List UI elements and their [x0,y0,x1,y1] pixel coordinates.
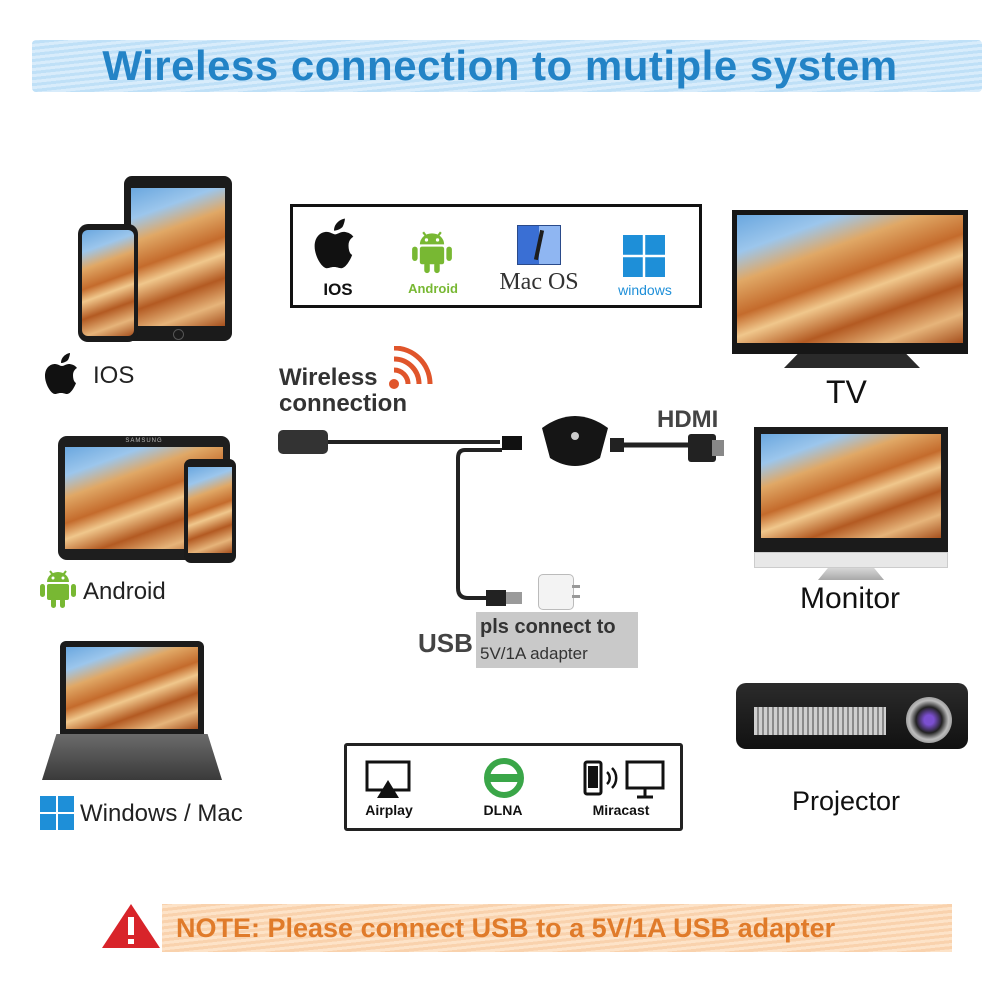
ipad-device [124,176,232,341]
apple-icon [314,218,354,269]
right-label-tv: TV [826,374,867,410]
windows-logo-icon [40,796,74,830]
projector-device [736,683,968,749]
wireless-label-line1: Wireless [279,364,378,391]
protocol-label-miracast: Miracast [592,802,650,818]
left-label-ios: IOS [93,362,135,389]
tablet-brand: SAMSUNG [125,438,163,444]
windows-logo-icon [623,235,665,277]
wireless-label-line2: connection [279,390,408,417]
os-label-macos: Mac OS [499,269,579,295]
right-label-monitor: Monitor [800,582,901,615]
protocol-label-airplay: Airplay [365,802,413,818]
note-banner [162,904,952,952]
protocol-box: Airplay DLNA Miracast [344,743,683,831]
wifi-signal-icon [389,346,433,389]
miracast-icon [583,760,665,799]
mac-finder-icon [517,225,561,265]
airplay-icon [365,760,411,798]
laptop-device [60,641,204,734]
os-label-ios: IOS [323,280,353,299]
laptop-keyboard [42,734,222,780]
android-robot-icon [40,570,76,608]
protocol-label-dlna: DLNA [483,802,523,818]
usb-power-adapter [538,574,580,610]
page-title: Wireless connection to mutiple system [102,42,898,89]
monitor-device [754,427,948,552]
os-label-android: Android [408,281,458,296]
android-phone-device [184,459,236,563]
usb-label: USB [418,628,473,658]
tv-device [732,210,968,354]
usb-note-line1: pls connect to [480,616,616,638]
android-robot-icon [412,231,452,274]
iphone-device [78,224,138,342]
left-label-windows-mac: Windows / Mac [80,800,243,827]
monitor-chin [754,552,948,568]
usb-note-line2: 5V/1A adapter [480,644,588,663]
apple-icon [45,353,77,394]
monitor-stand [818,568,884,580]
os-label-windows: windows [618,282,672,298]
warning-icon [102,904,160,948]
right-label-projector: Projector [792,786,901,816]
tv-stand [784,354,920,368]
usb-power-note: pls connect to 5V/1A adapter [476,612,638,668]
hdmi-label: HDMI [657,406,719,433]
left-label-android: Android [83,578,166,605]
os-support-box: IOS Android Mac OS windows [290,204,702,308]
title-banner [32,40,982,92]
hdmi-dongle-cable [278,416,724,606]
dlna-icon [484,758,524,798]
usb-note-text: NOTE: Please connect USB to a 5V/1A USB … [176,913,836,943]
